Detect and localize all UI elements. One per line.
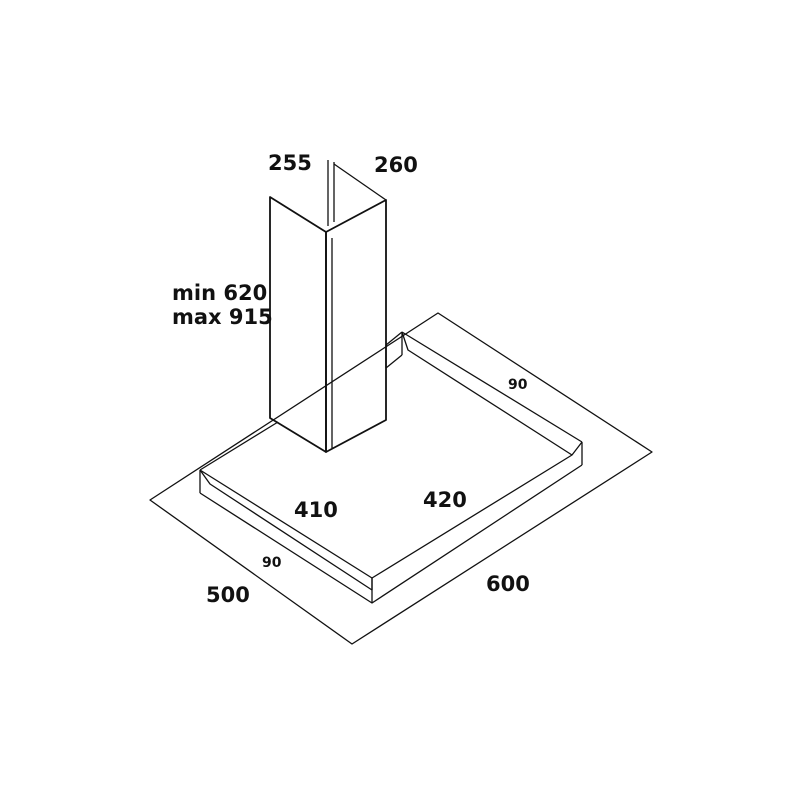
canopy-body xyxy=(199,331,583,604)
label-canopy-width: 600 xyxy=(486,572,530,596)
dimension-labels: 255 260 min 620 max 915 90 410 420 90 50… xyxy=(172,151,530,607)
label-chimney-height-max: max 915 xyxy=(172,305,273,329)
label-chimney-top-right: 260 xyxy=(374,153,418,177)
label-canopy-depth: 500 xyxy=(206,583,250,607)
canopy-lip-left xyxy=(199,469,373,591)
chimney-face-left xyxy=(269,196,327,453)
canopy-top-front-left xyxy=(199,469,373,579)
canopy-rim-joint xyxy=(385,331,403,346)
label-canopy-height-right: 90 xyxy=(508,377,528,393)
base-footprint xyxy=(149,312,653,645)
canopy-bottom-front xyxy=(199,464,583,604)
label-chimney-height-min: min 620 xyxy=(172,281,267,305)
canopy-lip-back xyxy=(401,331,573,456)
label-canopy-height-left: 90 xyxy=(262,555,282,571)
chimney xyxy=(269,160,387,453)
label-canopy-width-inner: 420 xyxy=(423,488,467,512)
canopy-rim-left xyxy=(199,421,279,471)
canopy-rim-back xyxy=(401,331,583,443)
canopy-lip-right xyxy=(371,441,583,579)
canopy-joint-bottom xyxy=(385,354,403,369)
label-chimney-top-left: 255 xyxy=(268,151,312,175)
chimney-face-right xyxy=(325,199,387,453)
label-canopy-depth-inner: 410 xyxy=(294,498,338,522)
canopy-outline xyxy=(149,312,653,645)
chimney-inner-top-edge xyxy=(333,163,387,201)
